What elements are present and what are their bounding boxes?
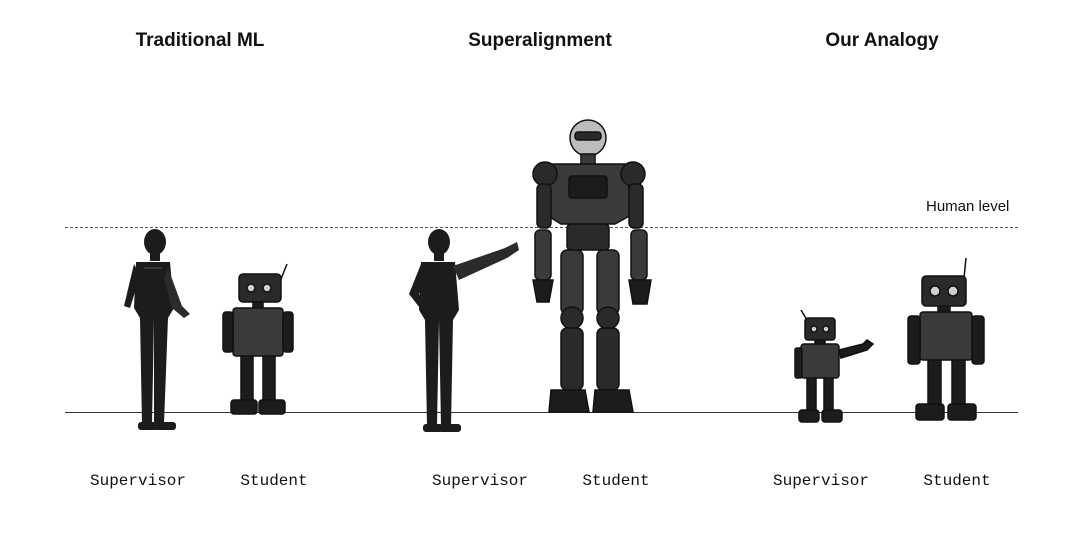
supervisor-label: Supervisor: [89, 472, 187, 490]
student-label: Student: [240, 472, 308, 490]
ground-line: [65, 412, 1018, 413]
student-label: Student: [923, 472, 991, 490]
supervisor-label: Supervisor: [772, 472, 870, 490]
small-supervisor-robot-figure: [794, 310, 875, 423]
student-label: Student: [582, 472, 650, 490]
panel-title-superalignment: Superalignment: [468, 30, 612, 51]
giant-student-robot-figure: [532, 119, 652, 413]
small-student-robot-figure: [222, 263, 294, 415]
panel-title-traditional-ml: Traditional ML: [135, 30, 265, 51]
student-robot-figure: [907, 258, 985, 421]
human-supervisor-figure: [124, 229, 190, 430]
human-supervisor-figure: [409, 229, 519, 432]
human-level-label: Human level: [926, 198, 1010, 215]
supervisor-label: Supervisor: [431, 472, 529, 490]
panel-title-our-analogy: Our Analogy: [825, 30, 939, 51]
